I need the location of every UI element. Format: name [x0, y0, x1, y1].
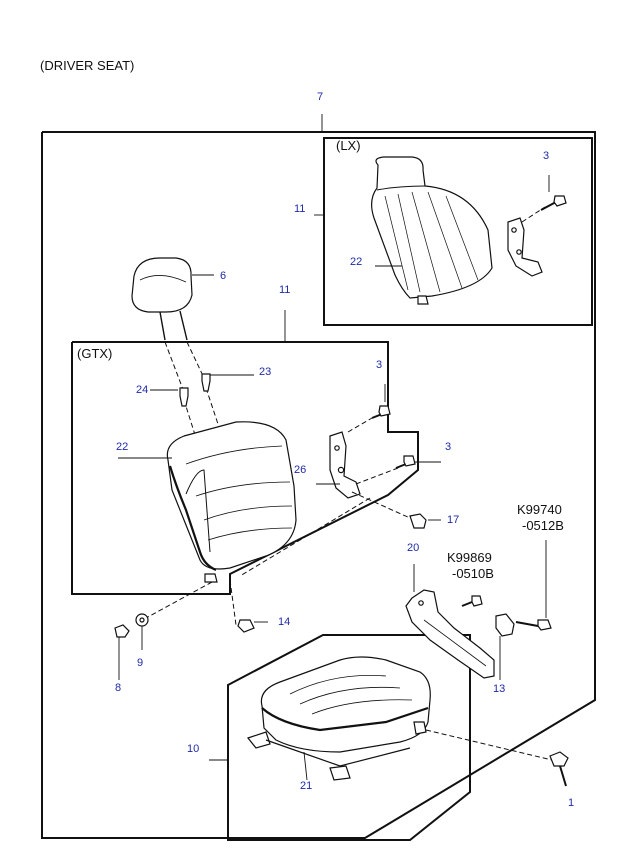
gtx-bolt-lower — [395, 455, 416, 469]
callout-17: 17 — [447, 514, 459, 526]
callout-9: 9 — [137, 657, 143, 669]
lx-bolt — [540, 195, 567, 211]
callout-3-upper: 3 — [376, 359, 382, 371]
callout-11-gtx: 11 — [279, 284, 290, 296]
ref-k99740: K99740 — [517, 502, 562, 517]
callout-22-lx: 22 — [350, 256, 362, 268]
bolt-8 — [114, 624, 130, 638]
ref-k99869: K99869 — [447, 550, 492, 565]
gtx-box — [71, 341, 419, 595]
callout-23: 23 — [259, 366, 271, 378]
lx-bracket — [507, 217, 543, 277]
callout-24: 24 — [136, 384, 148, 396]
callout-3-lower: 3 — [445, 441, 451, 453]
spring-clip — [409, 513, 427, 529]
callout-10: 10 — [187, 743, 199, 755]
washer — [135, 613, 149, 627]
gtx-label: (GTX) — [77, 346, 112, 361]
outer-frame — [41, 131, 596, 839]
callout-11-lx: 11 — [294, 203, 305, 215]
callout-14: 14 — [278, 616, 290, 628]
gtx-bolt-upper — [371, 405, 391, 419]
seat-cushion — [246, 656, 431, 781]
lx-label: (LX) — [336, 138, 361, 153]
callout-13: 13 — [493, 683, 505, 695]
lx-seat-back — [371, 156, 493, 305]
rail-bracket — [405, 589, 495, 679]
ref-0510b: -0510B — [452, 566, 494, 581]
callout-8: 8 — [115, 682, 121, 694]
callout-6: 6 — [220, 270, 226, 282]
callout-20: 20 — [407, 542, 419, 554]
diagram-title: (DRIVER SEAT) — [40, 58, 134, 73]
callout-22-gtx: 22 — [116, 441, 128, 453]
callout-1: 1 — [568, 797, 574, 809]
callout-3-lx: 3 — [543, 150, 549, 162]
bracket-13 — [495, 613, 515, 637]
rail-bolt — [461, 595, 483, 607]
cushion-box — [227, 634, 471, 841]
callout-7: 7 — [317, 91, 323, 103]
nut-14 — [237, 619, 255, 633]
headrest-guides — [179, 373, 211, 407]
callout-21: 21 — [300, 780, 312, 792]
headrest — [131, 257, 193, 341]
callout-26: 26 — [294, 464, 306, 476]
gtx-seat-back — [166, 421, 297, 583]
bolt-k99740 — [515, 619, 552, 631]
lx-box — [323, 137, 593, 326]
ref-0512b: -0512B — [522, 518, 564, 533]
bolt-1 — [549, 751, 569, 787]
gtx-bracket — [329, 431, 361, 499]
